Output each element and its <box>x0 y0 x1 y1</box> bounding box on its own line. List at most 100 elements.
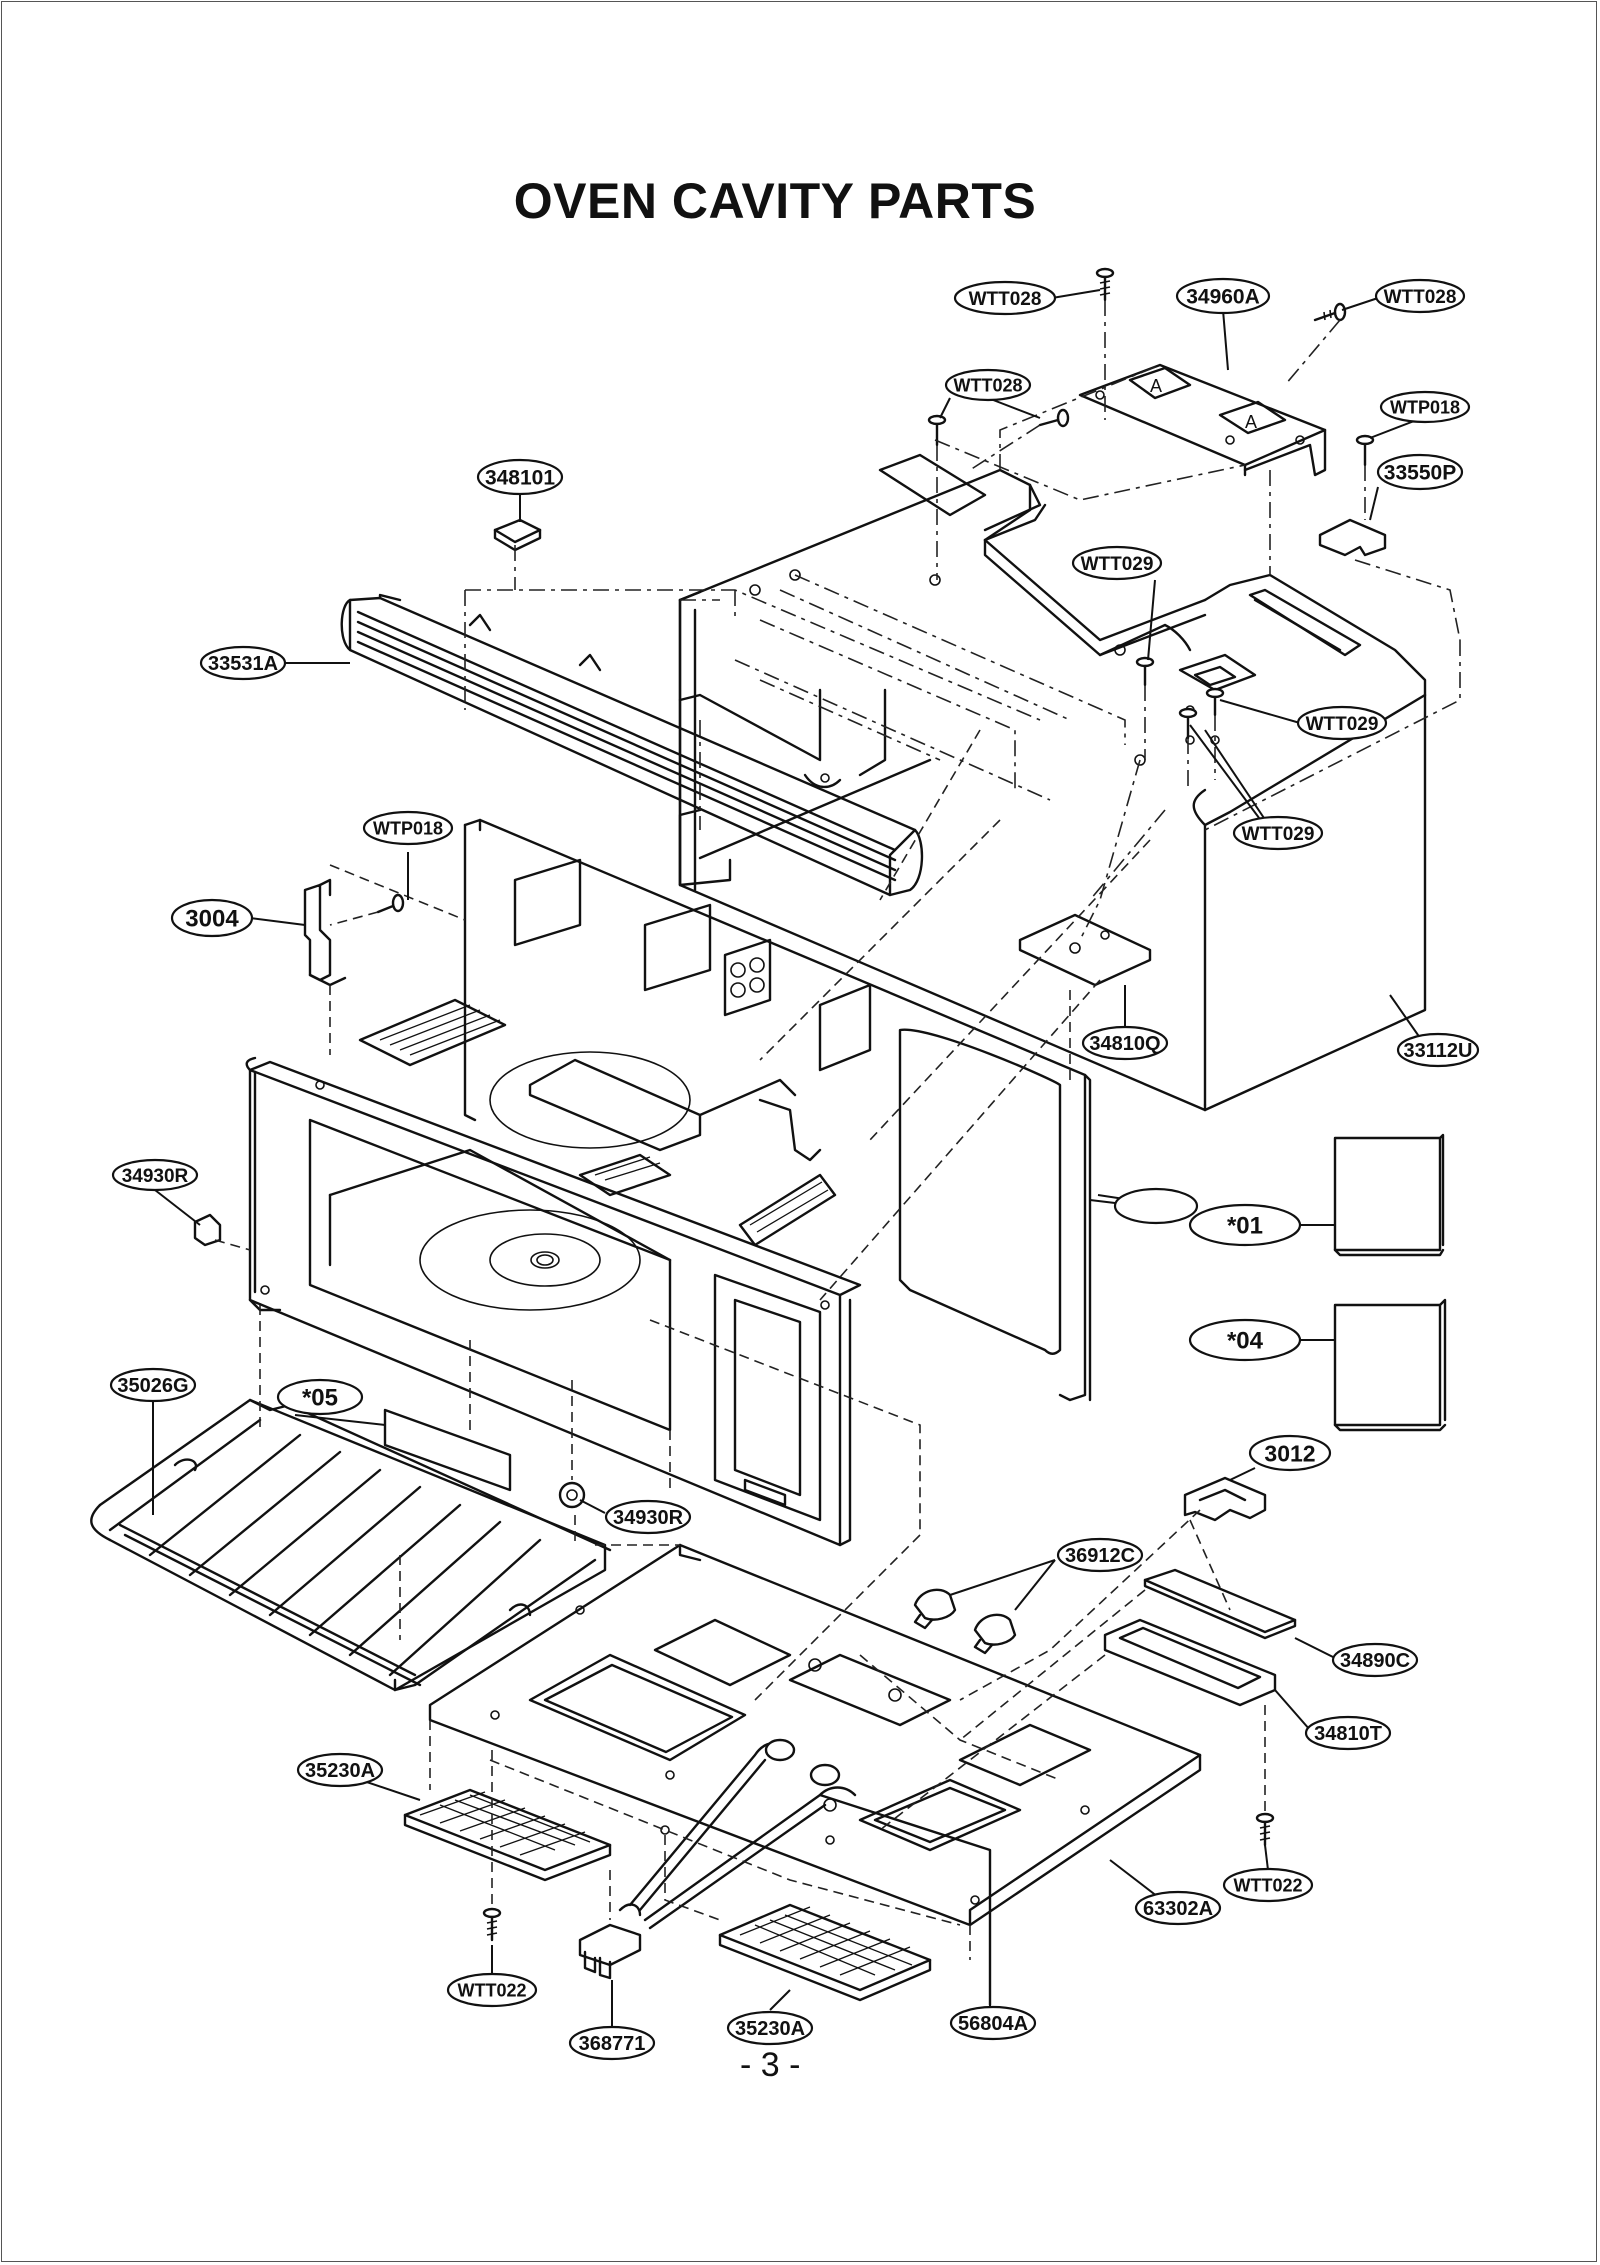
callout-text: 368771 <box>579 2033 646 2055</box>
callout-text: WTT022 <box>1233 1875 1302 1895</box>
callout-ellipse <box>109 1367 197 1403</box>
wire-harness-56804a <box>628 1738 992 2007</box>
page-title: OVEN CAVITY PARTS <box>513 173 1037 229</box>
screw-wtt022-right <box>1255 1812 1275 1847</box>
callout-ellipse <box>726 2010 814 2046</box>
callout-wtt022-b: WTT022 <box>446 1972 538 2008</box>
callout-ellipse <box>1379 390 1471 424</box>
callout-text: 34930R <box>613 1507 684 1529</box>
connector-368771 <box>578 1903 642 1980</box>
lamp-holder-34810t <box>1103 1618 1277 1707</box>
callout-56804a: 56804A <box>949 2005 1037 2041</box>
callout-wtt028-a: WTT028 <box>953 280 1057 316</box>
callout-wtt029-b: WTT029 <box>1296 705 1388 741</box>
screw-wtp018-left <box>376 893 405 914</box>
callout-text: WTT028 <box>953 375 1022 395</box>
nameplate-05 <box>383 1408 512 1492</box>
callout-blank <box>1113 1187 1199 1225</box>
callout-34960a: 34960A <box>1175 277 1271 315</box>
bracket-33550p <box>1318 518 1387 557</box>
callout-text: 63302A <box>1143 1898 1213 1920</box>
callout-ellipse <box>1232 815 1324 851</box>
page-number: - 3 - <box>740 2046 801 2084</box>
bracket-34810q <box>1018 913 1152 987</box>
callout-text: WTT029 <box>1306 714 1379 735</box>
callout-text: 35230A <box>735 2018 805 2040</box>
callout-ellipse <box>1374 278 1466 314</box>
callout-ellipse <box>1304 1715 1392 1751</box>
callout-ellipse <box>199 645 287 681</box>
callout-wtt028-c: WTT028 <box>944 368 1032 402</box>
perforated-vent-right <box>578 1153 672 1197</box>
callout-wtt029-c: WTT029 <box>1232 815 1324 851</box>
perforated-vent-side <box>738 1173 837 1247</box>
socket-34930r-lower <box>558 1481 586 1509</box>
callout-34810q: 34810Q <box>1081 1025 1169 1061</box>
lamp-lens-34890c <box>1143 1568 1297 1640</box>
callout-text: 34810Q <box>1089 1033 1160 1055</box>
cavity-interior <box>328 1051 822 1311</box>
socket-34930r-upper <box>193 1213 222 1247</box>
callout-35026g: 35026G <box>109 1367 197 1403</box>
callout-34810t: 34810T <box>1304 1715 1392 1751</box>
bracket-348101 <box>493 518 542 552</box>
grease-filter-35230a-right <box>718 1903 932 2002</box>
assembly-guide-lines <box>214 300 1461 1960</box>
callout-ellipse <box>1296 705 1388 741</box>
callout-ellipse <box>362 810 454 846</box>
callout-wtp018-a: WTP018 <box>1379 390 1471 424</box>
callout-text: 36912C <box>1065 1545 1135 1567</box>
cavity-back-panel <box>463 818 1092 1402</box>
callout-ellipse <box>1134 1890 1222 1926</box>
callout-wtt028-b: WTT028 <box>1374 278 1466 314</box>
mounting-plate-34960a: A A <box>1078 363 1327 477</box>
callout-05: *05 <box>276 1378 364 1416</box>
grease-filter-35230a-left <box>403 1788 612 1882</box>
callout-ellipse <box>1222 1867 1314 1903</box>
callout-text: WTT028 <box>1384 287 1457 308</box>
screw-wtt022-left <box>482 1907 502 1942</box>
callout-ellipse <box>949 2005 1037 2041</box>
callout-text: *04 <box>1227 1328 1264 1355</box>
callout-01: *01 <box>1188 1203 1302 1247</box>
callout-ellipse <box>1071 545 1163 581</box>
callout-text: WTT029 <box>1081 554 1154 575</box>
cavity-front-frame <box>245 1056 862 1547</box>
callout-348101: 348101 <box>476 458 564 496</box>
callout-04: *04 <box>1188 1318 1302 1362</box>
callout-ellipse <box>446 1972 538 2008</box>
callout-text: WTT028 <box>969 289 1042 310</box>
callout-ellipse <box>296 1752 384 1788</box>
oven-rack-35026g <box>90 1398 612 1692</box>
screw-wtt028-top <box>1095 267 1115 302</box>
svg-text:A: A <box>1150 376 1162 396</box>
manual-01 <box>1333 1133 1445 1257</box>
screw-wtt028-right <box>1313 302 1347 322</box>
callout-text: WTP018 <box>1390 397 1460 417</box>
callout-text: 33531A <box>208 653 278 675</box>
callout-wtt022-a: WTT022 <box>1222 1867 1314 1903</box>
callout-368771: 368771 <box>568 2025 656 2061</box>
callout-text: 33112U <box>1404 1040 1473 1062</box>
vent-grille-33531a <box>340 593 924 897</box>
callout-ellipse <box>1113 1187 1199 1225</box>
lamps-36912c <box>913 1588 1017 1655</box>
callout-ellipse <box>476 458 564 496</box>
screw-wtp018-right <box>1355 434 1375 467</box>
screw-wtt028-left-b <box>1038 408 1070 428</box>
callout-text: 3012 <box>1264 1440 1315 1466</box>
callout-wtp018-b: WTP018 <box>362 810 454 846</box>
callout-text: WTT029 <box>1242 824 1315 845</box>
callout-ellipse <box>604 1499 692 1535</box>
callout-33531a: 33531A <box>199 645 287 681</box>
screw-wtt029-c <box>1178 707 1198 740</box>
callout-text: WTP018 <box>373 818 443 838</box>
callout-ellipse <box>1188 1318 1302 1362</box>
svg-text:A: A <box>1245 412 1257 432</box>
callout-text: 34810T <box>1314 1723 1382 1745</box>
callout-3004: 3004 <box>170 898 254 938</box>
callout-34930r-b: 34930R <box>604 1499 692 1535</box>
